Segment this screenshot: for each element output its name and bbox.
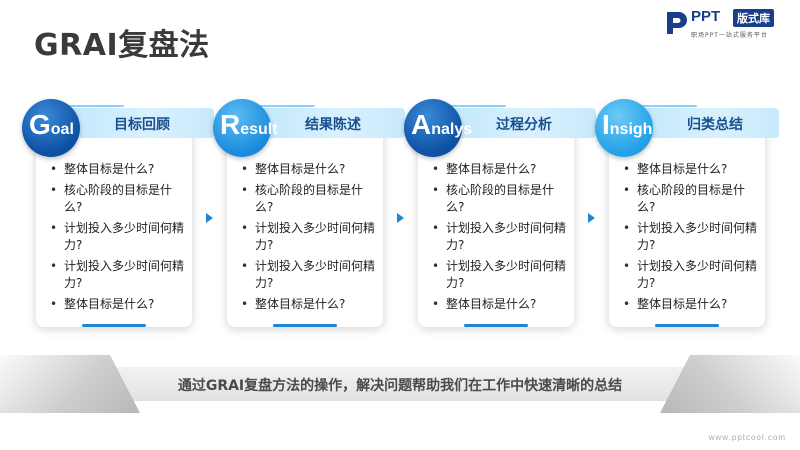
card-letter: Result [220,109,278,140]
card-letter-circle: Insigh [595,99,653,157]
card-analysis: 过程分析 Analys 整体目标是什么? 核心阶段的目标是什么? 计划投入多少时… [404,99,596,327]
list-item: 整体目标是什么? [241,161,375,178]
summary-text: 通过GRAI复盘方法的操作，解决问题帮助我们在工作中快速清晰的总结 [177,378,623,394]
card-letter: Goal [29,109,74,140]
card-letter-circle: Goal [22,99,80,157]
card-letter: Insigh [602,109,653,140]
card-insight: 归类总结 Insigh 整体目标是什么? 核心阶段的目标是什么? 计划投入多少时… [595,99,779,327]
summary-band: 通过GRAI复盘方法的操作，解决问题帮助我们在工作中快速清晰的总结 [0,355,800,413]
list-item: 计划投入多少时间何精力? [623,220,757,254]
ppt-logo-icon [667,12,687,34]
card-underline [655,324,719,327]
list-item: 核心阶段的目标是什么? [50,182,184,216]
list-item: 整体目标是什么? [50,296,184,313]
list-item: 整体目标是什么? [623,296,757,313]
card-item-list: 整体目标是什么? 核心阶段的目标是什么? 计划投入多少时间何精力? 计划投入多少… [432,161,566,317]
logo-brand-text: PPT [691,8,721,25]
card-header: 过程分析 [436,105,596,138]
card-item-list: 整体目标是什么? 核心阶段的目标是什么? 计划投入多少时间何精力? 计划投入多少… [623,161,757,317]
card-item-list: 整体目标是什么? 核心阶段的目标是什么? 计划投入多少时间何精力? 计划投入多少… [241,161,375,317]
list-item: 计划投入多少时间何精力? [50,220,184,254]
card-letter: Analys [411,109,473,140]
list-item: 计划投入多少时间何精力? [623,258,757,292]
card-goal: 目标回顾 Goal 整体目标是什么? 核心阶段的目标是什么? 计划投入多少时间何… [22,99,214,327]
list-item: 核心阶段的目标是什么? [241,182,375,216]
list-item: 核心阶段的目标是什么? [623,182,757,216]
list-item: 整体目标是什么? [623,161,757,178]
list-item: 整体目标是什么? [241,296,375,313]
card-header-label: 过程分析 [496,117,552,133]
arrow-right-icon [397,213,404,223]
list-item: 计划投入多少时间何精力? [50,258,184,292]
card-header: 目标回顾 [54,105,214,138]
card-result: 结果陈述 Result 整体目标是什么? 核心阶段的目标是什么? 计划投入多少时… [213,99,405,327]
page-title: GRAI复盘法 [34,28,210,63]
brand-logo: PPT 版式库 职场PPT一站式服务平台 [665,8,790,44]
card-underline [464,324,528,327]
card-header-label: 结果陈述 [305,117,361,133]
card-header-label: 目标回顾 [114,117,170,133]
card-underline [82,324,146,327]
list-item: 计划投入多少时间何精力? [432,220,566,254]
card-underline [273,324,337,327]
list-item: 计划投入多少时间何精力? [241,258,375,292]
list-item: 整体目标是什么? [50,161,184,178]
band-center [100,367,700,401]
list-item: 核心阶段的目标是什么? [432,182,566,216]
card-item-list: 整体目标是什么? 核心阶段的目标是什么? 计划投入多少时间何精力? 计划投入多少… [50,161,184,317]
card-letter-circle: Analys [404,99,472,157]
card-header-label: 归类总结 [687,117,743,133]
list-item: 整体目标是什么? [432,161,566,178]
list-item: 计划投入多少时间何精力? [241,220,375,254]
card-header: 结果陈述 [245,105,405,138]
list-item: 整体目标是什么? [432,296,566,313]
arrow-right-icon [206,213,213,223]
arrow-right-icon [588,213,595,223]
card-letter-circle: Result [213,99,278,157]
logo-badge: 版式库 [733,9,774,27]
list-item: 计划投入多少时间何精力? [432,258,566,292]
watermark: www.pptcool.com [708,433,786,442]
logo-tagline: 职场PPT一站式服务平台 [691,32,768,39]
